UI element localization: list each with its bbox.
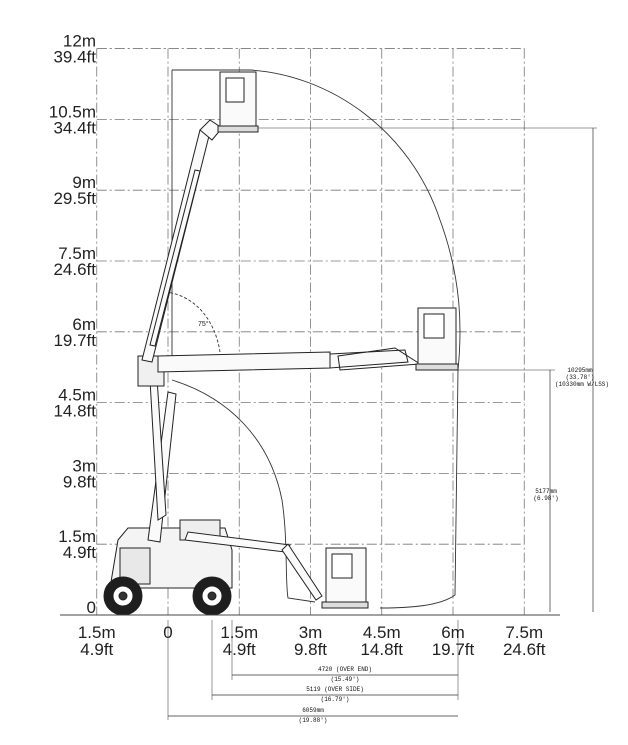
y-tick-label-m: 7.5m (58, 244, 96, 263)
x-tick-label-ft: 9.8ft (294, 640, 327, 659)
y-tick-label-ft: 19.7ft (53, 331, 96, 350)
y-tick-label-m: 12m (63, 32, 96, 51)
upper-boom-horizontal (157, 351, 331, 373)
envelope-outer-curve (172, 69, 461, 609)
y-tick-label-m: 10.5m (49, 102, 96, 121)
y-tick-label-ft: 14.8ft (53, 402, 96, 421)
upper-boom-vertical-inner (149, 169, 201, 347)
dim-total-reach-2: (19.88') (299, 717, 328, 724)
dim-platform-height-3: (10330mm W/LSS) (555, 381, 609, 388)
dim-outreach-height-1: 5177mm (535, 488, 557, 495)
angle-label: 75° (198, 320, 209, 328)
dim-outreach-height-2: (6.98') (533, 495, 558, 502)
y-tick-label-ft: 9.8ft (63, 472, 96, 491)
y-tick-label-ft: 34.4ft (53, 118, 96, 137)
y-tick-label-ft: 29.5ft (53, 189, 96, 208)
dim-platform-height-1: 10295mm (567, 367, 593, 374)
y-tick-label-ft: 24.6ft (53, 260, 96, 279)
y-tick-label-ft: 39.4ft (53, 48, 96, 67)
dim-over-end-1: 4720 (OVER END) (318, 666, 372, 673)
dimension-lines (167, 127, 597, 720)
dim-total-reach-1: 6059mm (302, 707, 324, 714)
stowed-jib (184, 531, 291, 553)
x-tick-label-m: 1.5m (220, 623, 258, 642)
platform-stowed (321, 547, 369, 609)
stowed-jib-arm (281, 543, 323, 601)
dim-over-side-2: (16.79') (321, 696, 350, 703)
y-tick-label-m: 4.5m (58, 386, 96, 405)
dim-platform-height-2: (33.78') (566, 374, 595, 381)
dimension-texts: 10295mm (33.78') (10330mm W/LSS) 5177mm … (299, 367, 609, 724)
grid (96, 48, 525, 615)
x-tick-label-m: 6m (441, 623, 465, 642)
y-tick-label-m: 6m (72, 315, 96, 334)
x-tick-label-ft: 24.6ft (503, 640, 546, 659)
platform-outreach (415, 307, 459, 371)
x-tick-label-m: 7.5m (505, 623, 543, 642)
rear-wheel (103, 576, 143, 616)
y-tick-label-m: 3m (72, 456, 96, 475)
dim-over-end-2: (15.49') (331, 676, 360, 683)
x-tick-label-ft: 4.9ft (80, 640, 113, 659)
x-tick-label-m: 4.5m (363, 623, 401, 642)
dim-over-side-1: 5119 (OVER SIDE) (306, 686, 364, 693)
x-tick-label-ft: 14.8ft (360, 640, 403, 659)
x-tick-label-ft: 4.9ft (223, 640, 256, 659)
x-tick-label-m: 0 (163, 623, 172, 642)
x-tick-label-ft: 19.7ft (432, 640, 475, 659)
y-tick-label-ft: 4.9ft (63, 543, 96, 562)
front-wheel (192, 576, 232, 616)
x-tick-label-m: 1.5m (78, 623, 116, 642)
envelope-inner-curve (171, 379, 316, 603)
aerial-lift-machine (60, 71, 560, 616)
x-tick-label-m: 3m (299, 623, 323, 642)
y-tick-label-m: 1.5m (58, 527, 96, 546)
y-tick-label-m: 9m (72, 173, 96, 192)
y-tick-label-m: 0 (87, 598, 96, 617)
angle-arc (164, 291, 221, 353)
platform-top (217, 71, 259, 133)
